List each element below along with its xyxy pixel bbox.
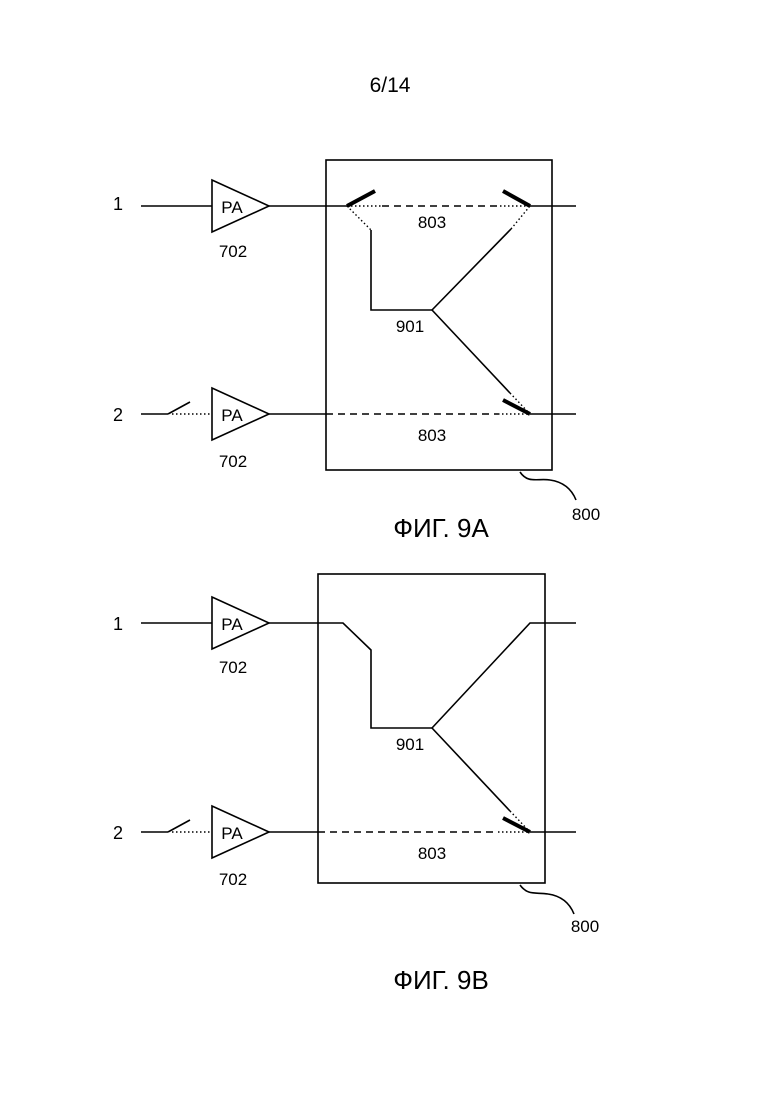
amplifier-2-label: PA [221, 824, 243, 843]
top-bypass-ref: 803 [418, 213, 446, 232]
switch-top-right [503, 191, 530, 206]
combiner-upper-leg [432, 623, 576, 728]
combiner-ref: 901 [396, 317, 424, 336]
amplifier-1-ref: 702 [219, 242, 247, 261]
amplifier-1-ref: 702 [219, 658, 247, 677]
input-2-label: 2 [113, 823, 123, 843]
combiner-ref: 901 [396, 735, 424, 754]
amplifier-2-ref: 702 [219, 870, 247, 889]
switch-top-left-branch [347, 206, 371, 230]
amplifier-2-ref: 702 [219, 452, 247, 471]
bottom-bypass-ref: 803 [418, 844, 446, 863]
switch-bottom-right [503, 818, 530, 832]
switch-top-left [347, 191, 375, 206]
combiner-lower-leg [432, 310, 510, 393]
block-800-leader [520, 885, 574, 914]
combiner-upper-leg [432, 229, 511, 310]
input-2-switch [168, 820, 190, 832]
amplifier-2-label: PA [221, 406, 243, 425]
figure-caption: ФИГ. 9B [393, 965, 489, 995]
switch-bottom-right [503, 400, 530, 414]
page-number: 6/14 [370, 74, 411, 97]
bottom-bypass-ref: 803 [418, 426, 446, 445]
input-2-label: 2 [113, 405, 123, 425]
path-to-combiner [269, 623, 432, 728]
combiner-upper-leg-dotted [511, 206, 530, 229]
block-800-ref: 800 [571, 917, 599, 936]
block-800-leader [520, 472, 576, 500]
block-800-ref: 800 [572, 505, 600, 524]
amplifier-1-label: PA [221, 615, 243, 634]
figure-9b: 1 PA 702 2 PA 702 901 803 800 ФИГ. 9B [113, 574, 599, 995]
figure-9a: 1 PA 702 2 PA 702 803 901 [113, 160, 600, 543]
combiner-lower-leg [432, 728, 510, 811]
input-2-switch [168, 402, 190, 414]
input-1-label: 1 [113, 614, 123, 634]
input-1-label: 1 [113, 194, 123, 214]
combiner-input-a [371, 230, 432, 310]
amplifier-1-label: PA [221, 198, 243, 217]
figure-caption: ФИГ. 9A [393, 513, 489, 543]
